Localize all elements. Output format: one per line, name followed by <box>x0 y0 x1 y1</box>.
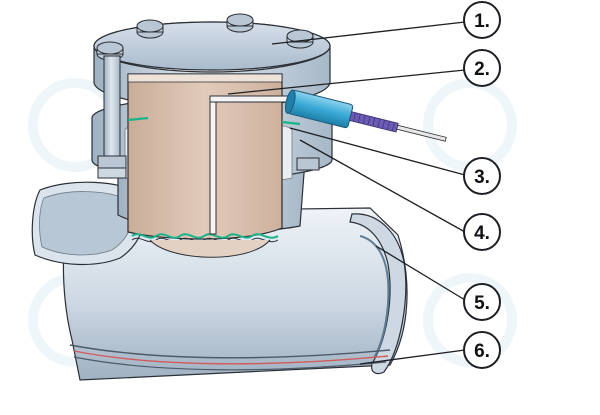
callout-3-label: 3. <box>474 167 490 188</box>
cutaway-fill <box>127 73 301 258</box>
callout-6: 6. <box>463 331 501 369</box>
callout-4: 4. <box>463 213 501 251</box>
callout-1-label: 1. <box>474 11 490 32</box>
leader-lines <box>227 21 466 365</box>
callout-5: 5. <box>463 283 501 321</box>
probe <box>209 89 447 235</box>
pipe <box>31 181 408 381</box>
callout-2: 2. <box>463 49 501 87</box>
callout-6-label: 6. <box>474 341 490 362</box>
callout-5-label: 5. <box>474 293 490 314</box>
callout-4-label: 4. <box>474 223 490 244</box>
callout-1: 1. <box>463 1 501 39</box>
callout-3: 3. <box>463 157 501 195</box>
cap-bolts <box>96 13 314 61</box>
callout-2-label: 2. <box>474 59 490 80</box>
